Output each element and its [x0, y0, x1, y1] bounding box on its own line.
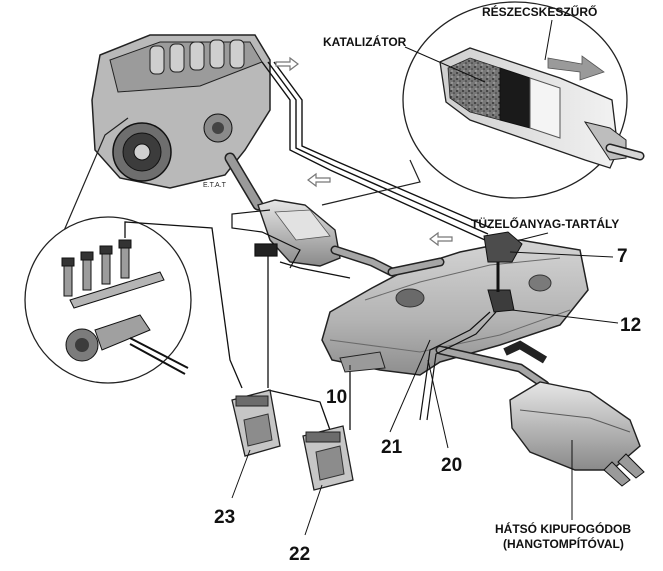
engine: E.T.A.T — [91, 34, 271, 189]
engine-code-text: E.T.A.T — [203, 182, 227, 189]
callout-23: 23 — [214, 507, 235, 528]
label-rear-muffler-line1: HÁTSÓ KIPUFOGÓDOB — [495, 521, 631, 536]
fuel-supply-lines — [261, 61, 492, 241]
pressure-sensor — [254, 243, 278, 257]
label-particle-filter: RÉSZECSKESZŰRŐ — [482, 4, 597, 19]
rear-muffler — [509, 381, 645, 487]
callout-12: 12 — [620, 315, 641, 336]
high-pressure-pump — [65, 314, 151, 362]
arrow-left-icon — [307, 172, 331, 188]
common-rail — [69, 271, 165, 309]
injection-system-callout — [24, 117, 192, 384]
filter-cutaway — [439, 47, 645, 169]
pressure-sensor-hoses — [231, 209, 301, 269]
tailpipe — [603, 461, 631, 487]
pulley — [112, 122, 172, 182]
callout-leaders — [231, 232, 619, 536]
tank-depression — [395, 288, 425, 308]
callout-22: 22 — [289, 544, 310, 565]
callout-21: 21 — [381, 437, 403, 458]
injectors — [61, 239, 132, 297]
front-exhaust-pipe — [224, 152, 264, 211]
exit-flow-arrow-icon — [547, 55, 605, 81]
tank-depression — [528, 274, 552, 292]
label-fuel-tank: TÜZELŐANYAG-TARTÁLY — [471, 216, 619, 231]
tank-fuel-lines — [419, 311, 497, 421]
fuel-pump-module — [483, 231, 523, 263]
intake-manifold — [149, 39, 245, 75]
particle-filter-core — [499, 67, 531, 129]
rear-exhaust-pipe — [387, 257, 550, 390]
callout-7: 7 — [617, 246, 628, 267]
tailpipe — [617, 453, 645, 479]
arrow-right-icon — [275, 56, 299, 72]
catalyst-unit — [257, 199, 397, 277]
tank-bracket — [339, 351, 386, 373]
ecu-22 — [302, 425, 354, 491]
callout-10: 10 — [326, 387, 347, 408]
callout-20: 20 — [441, 455, 462, 476]
fuel-tank — [321, 231, 589, 376]
label-catalyst: KATALIZÁTOR — [323, 34, 407, 49]
filter-cutaway-callout — [321, 1, 645, 206]
arrow-left-icon — [429, 231, 453, 247]
label-rear-muffler-line2: (HANGTOMPÍTÓVAL) — [503, 536, 624, 551]
ecu-23 — [231, 389, 281, 457]
